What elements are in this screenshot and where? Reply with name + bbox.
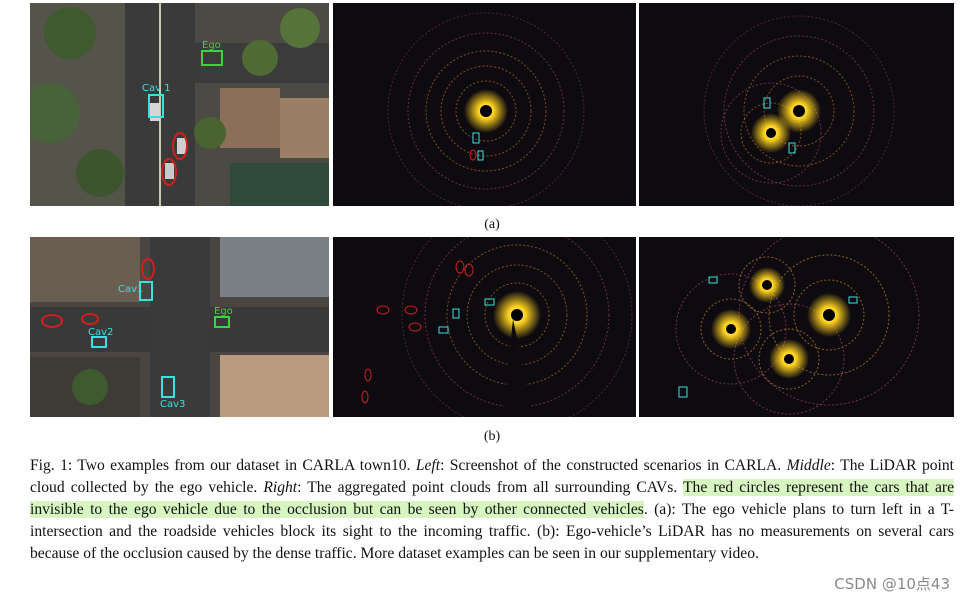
- row-a-cav1-label: Cav 1: [142, 83, 171, 94]
- row-b-cav1-label: Cav1: [118, 284, 143, 295]
- row-a-aggregated-lidar: [639, 3, 954, 206]
- caption-text-1: Two examples from our dataset in CARLA t…: [72, 457, 416, 474]
- row-b-aggregated-lidar: [639, 237, 954, 417]
- row-b-cav3-label: Cav3: [160, 399, 185, 410]
- row-b-ego-lidar: [333, 237, 636, 417]
- row-a-ego-label: Ego: [202, 40, 221, 51]
- csdn-watermark: CSDN @10点43: [834, 575, 950, 593]
- row-a-scene-screenshot: Ego Cav 1: [30, 3, 329, 206]
- caption-middle-term: Middle: [786, 457, 831, 474]
- caption-left-term: Left: [415, 457, 441, 474]
- caption-text-2: : Screenshot of the constructed scenario…: [440, 457, 787, 474]
- caption-text-5: . (a): The ego vehicle plans to turn lef…: [30, 501, 954, 562]
- row-b-scene-screenshot: Cav1 Ego Cav2 Cav3: [30, 237, 329, 417]
- row-b-cav2-label: Cav2: [88, 327, 113, 338]
- caption-text-4: : The aggregated point clouds from all s…: [297, 479, 684, 496]
- subfigure-label-a: (a): [484, 217, 500, 232]
- row-b-ego-label: Ego: [214, 306, 233, 317]
- subfigure-label-b: (b): [483, 429, 501, 444]
- row-a-ego-lidar: [333, 3, 636, 206]
- caption-fig-number: Fig. 1:: [30, 457, 73, 474]
- caption-right-term: Right: [263, 479, 298, 496]
- caption-text-3: : The LiDAR point cloud collected by the…: [30, 457, 954, 496]
- figure-caption: Fig. 1: Two examples from our dataset in…: [30, 455, 954, 565]
